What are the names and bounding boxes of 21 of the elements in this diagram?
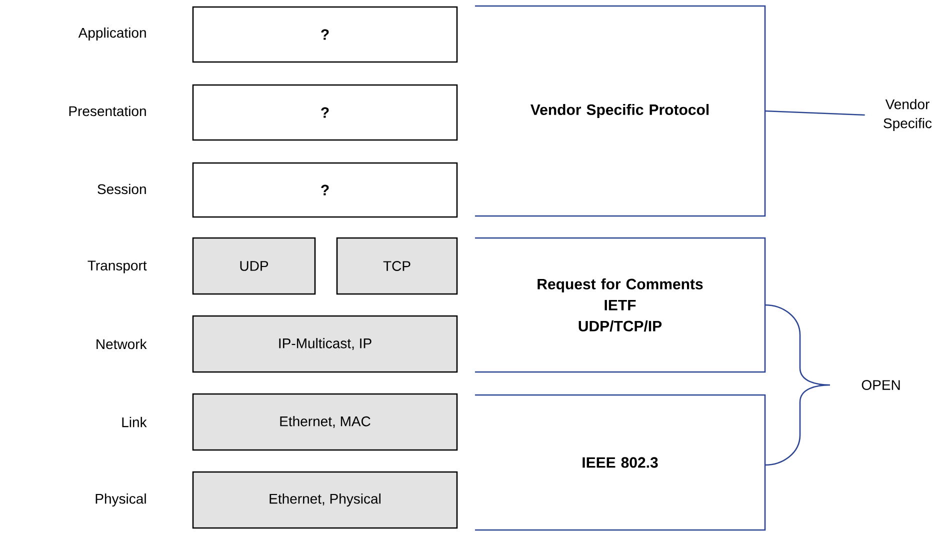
- bracket: Vendor Specific Protocol: [475, 5, 766, 217]
- layer-label: Session: [98, 184, 146, 194]
- layer-box: ?: [192, 84, 458, 141]
- protocol-box: IP-Multicast, IP: [192, 315, 458, 373]
- protocol-box: Ethernet, MAC: [192, 393, 458, 451]
- protocol-box: TCP: [336, 237, 458, 295]
- layer-label: Application: [78, 27, 146, 41]
- layer-label: Transport: [88, 260, 147, 274]
- layer-label: Physical: [96, 493, 146, 507]
- layer-label: Link: [122, 416, 147, 428]
- bracket: IEEE 802.3: [475, 394, 766, 531]
- protocol-box: UDP: [192, 237, 316, 295]
- protocol-box: Ethernet, Physical: [192, 471, 458, 529]
- layer-label: Network: [96, 338, 147, 350]
- layer-label: Presentation: [69, 106, 146, 116]
- bracket: Request for Comments IETF UDP/TCP/IP: [475, 237, 766, 373]
- layer-box: ?: [192, 6, 458, 63]
- layer-box: ?: [192, 162, 458, 218]
- side-label: Vendor Specific: [884, 98, 932, 132]
- connector-line: [765, 110, 865, 116]
- layer-label: OPEN: [862, 380, 900, 390]
